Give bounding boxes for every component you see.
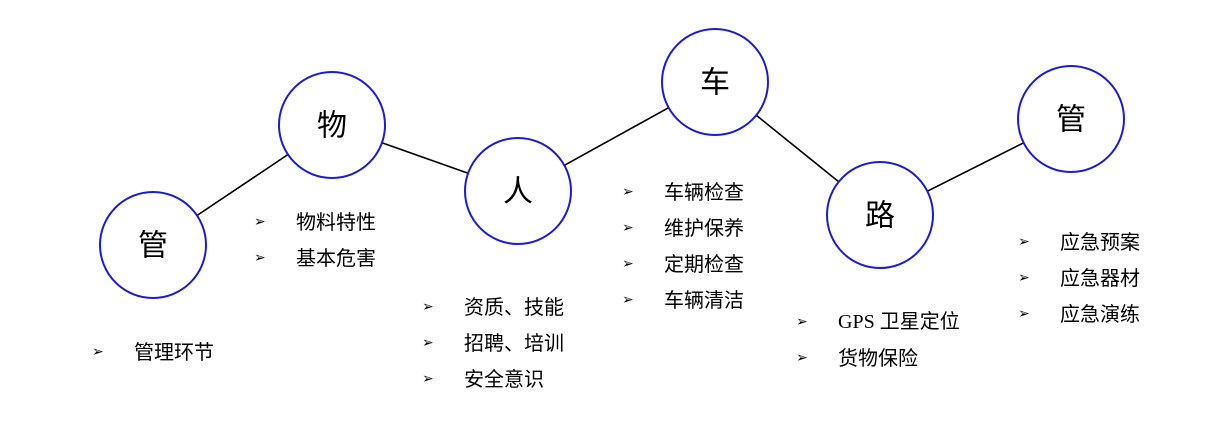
- node-label-che: 车: [700, 66, 730, 101]
- connector-che-lu: [755, 114, 840, 183]
- arrow-bullet-icon: ➢: [422, 299, 434, 315]
- node-circle-guan2: [1017, 65, 1125, 173]
- list-item-text: 基本危害: [296, 246, 376, 270]
- node-label-ren: 人: [503, 175, 533, 210]
- list-item-text: 定期检查: [664, 252, 744, 276]
- list-item-text: 管理环节: [134, 340, 214, 364]
- arrow-bullet-icon: ➢: [1018, 270, 1030, 286]
- arrow-bullet-icon: ➢: [422, 371, 434, 387]
- connector-wu-ren: [381, 141, 469, 175]
- node-label-guan1: 管: [138, 229, 168, 264]
- list-item-text: 车辆清洁: [664, 288, 744, 312]
- list-item-text: 招聘、培训: [464, 331, 564, 355]
- arrow-bullet-icon: ➢: [254, 250, 266, 266]
- node-label-wu: 物: [317, 109, 347, 144]
- list-item-text: 维护保养: [664, 216, 744, 240]
- arrow-bullet-icon: ➢: [422, 335, 434, 351]
- arrow-bullet-icon: ➢: [254, 214, 266, 230]
- list-item-text: 货物保险: [838, 346, 918, 370]
- arrow-bullet-icon: ➢: [622, 220, 634, 236]
- arrow-bullet-icon: ➢: [92, 344, 104, 360]
- connector-lu-guan2: [927, 142, 1024, 192]
- arrow-bullet-icon: ➢: [796, 314, 808, 330]
- node-circle-ren: [464, 137, 572, 245]
- list-item-text: 车辆检查: [664, 180, 744, 204]
- arrow-bullet-icon: ➢: [622, 184, 634, 200]
- list-item-text: 应急演练: [1060, 302, 1140, 326]
- node-circle-wu: [278, 71, 386, 179]
- arrow-bullet-icon: ➢: [622, 256, 634, 272]
- node-circle-lu: [826, 161, 934, 269]
- list-item-text: 应急预案: [1060, 230, 1140, 254]
- connector-guan1-wu: [196, 153, 289, 217]
- arrow-bullet-icon: ➢: [796, 350, 808, 366]
- node-label-lu: 路: [865, 199, 895, 234]
- list-item-text: 资质、技能: [464, 295, 564, 319]
- arrow-bullet-icon: ➢: [1018, 234, 1030, 250]
- connector-ren-che: [564, 106, 669, 167]
- list-item-text: GPS 卫星定位: [838, 311, 960, 333]
- node-circle-guan1: [99, 191, 207, 299]
- list-item-text: 安全意识: [464, 367, 544, 391]
- arrow-bullet-icon: ➢: [622, 292, 634, 308]
- list-item-text: 物料特性: [296, 210, 376, 234]
- node-circle-che: [661, 28, 769, 136]
- list-item-text: 应急器材: [1060, 266, 1140, 290]
- arrow-bullet-icon: ➢: [1018, 306, 1030, 322]
- node-label-guan2: 管: [1056, 103, 1086, 138]
